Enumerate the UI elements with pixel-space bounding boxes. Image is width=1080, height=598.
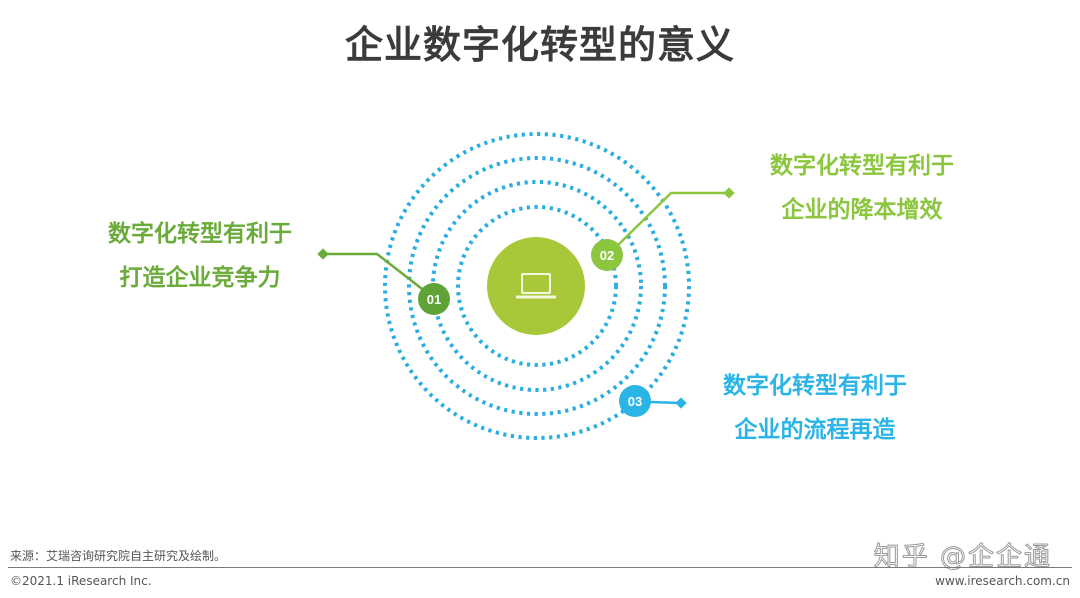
diamond-marker xyxy=(317,248,329,260)
badge-02: 02 xyxy=(591,239,623,271)
website-link[interactable]: www.iresearch.com.cn xyxy=(935,574,1070,588)
source-note: 来源：艾瑞咨询研究院自主研究及绘制。 xyxy=(10,549,227,563)
badge-03: 03 xyxy=(619,385,651,417)
ring-inner xyxy=(456,205,618,367)
laptop-icon xyxy=(516,273,556,299)
diamond-marker xyxy=(675,397,687,409)
benefit-line-2: 企业的降本增效 xyxy=(781,197,943,223)
center-circle xyxy=(487,237,585,335)
benefit-label-02: 数字化转型有利于 企业的降本增效 xyxy=(742,144,982,232)
benefit-line-2: 打造企业竞争力 xyxy=(119,265,281,291)
connector-01 xyxy=(317,248,427,293)
footer-divider xyxy=(8,567,1072,568)
benefit-label-03: 数字化转型有利于 企业的流程再造 xyxy=(695,364,935,452)
connector-03 xyxy=(649,397,687,409)
connector-02 xyxy=(615,187,735,248)
benefit-label-01: 数字化转型有利于 打造企业竞争力 xyxy=(80,212,320,300)
copyright: ©2021.1 iResearch Inc. xyxy=(10,574,152,588)
benefit-line-1: 数字化转型有利于 xyxy=(108,221,292,247)
badge-number: 01 xyxy=(427,292,441,307)
benefit-line-2: 企业的流程再造 xyxy=(734,417,896,443)
badge-01: 01 xyxy=(418,283,450,315)
ring-3 xyxy=(407,156,667,416)
diamond-marker xyxy=(723,187,735,199)
page-title: 企业数字化转型的意义 xyxy=(344,23,735,67)
benefit-line-1: 数字化转型有利于 xyxy=(770,153,954,179)
benefit-line-1: 数字化转型有利于 xyxy=(723,373,907,399)
badge-number: 03 xyxy=(628,394,642,409)
badge-number: 02 xyxy=(600,248,614,263)
ring-outer xyxy=(383,132,691,440)
